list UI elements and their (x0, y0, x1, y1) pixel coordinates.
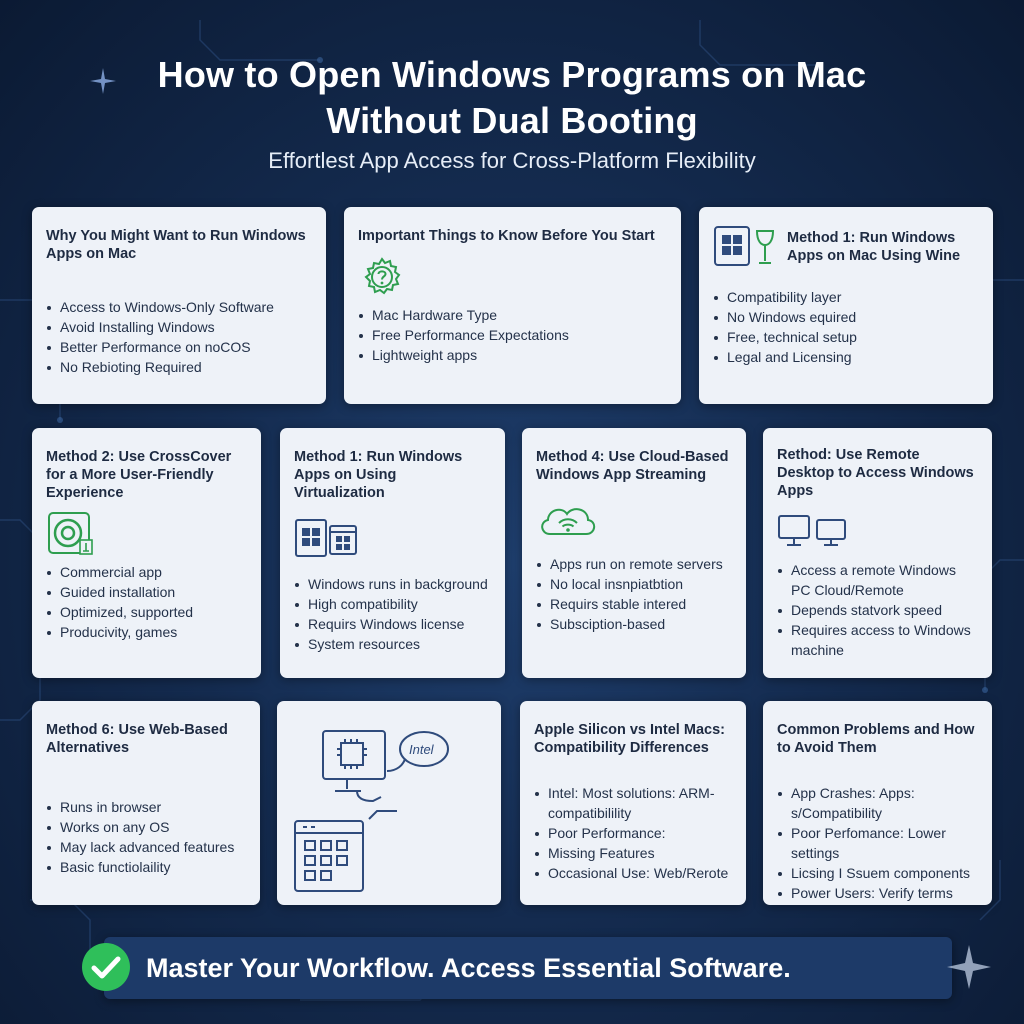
card-title: Method 4: Use Cloud-Based Windows App St… (536, 449, 729, 483)
card-method-crossover: Method 2: Use CrossCover for a More User… (32, 428, 261, 678)
card-title: Apple Silicon vs Intel Macs: Compatibili… (534, 722, 725, 756)
list-item: No Rebioting Required (46, 357, 312, 377)
list-item: Licsing I Ssuem components (777, 863, 978, 883)
card-title: Common Problems and How to Avoid Them (777, 722, 975, 756)
list-item: System resources (294, 634, 491, 654)
list-item: Free, technical setup (713, 327, 979, 347)
card-why-run-windows-apps: Why You Might Want to Run Windows Apps o… (32, 207, 326, 404)
list-item: Windows runs in background (294, 574, 491, 594)
list-item: Avoid Installing Windows (46, 317, 312, 337)
list-item: Runs in browser (46, 797, 246, 817)
sparkle-icon (90, 68, 116, 94)
list-item: Better Performance on noCOS (46, 337, 312, 357)
remote-monitors-icon (778, 515, 846, 546)
card-title: Method 2: Use CrossCover for a More User… (46, 449, 232, 501)
virtual-windows-icon (295, 519, 357, 557)
card-title: Method 6: Use Web-Based Alternatives (46, 722, 228, 756)
footer-tagline: Master Your Workflow. Access Essential S… (146, 953, 791, 983)
list-item: Works on any OS (46, 817, 246, 837)
card-method-wine: Method 1: Run Windows Apps on Mac Using … (699, 207, 993, 404)
card-method-web-alternatives: Method 6: Use Web-Based Alternatives Run… (32, 701, 260, 905)
check-circle-icon (82, 943, 130, 991)
card-title: Method 1: Run Windows Apps on Mac Using … (787, 230, 961, 264)
list-item: May lack advanced features (46, 837, 246, 857)
card-important-things: Important Things to Know Before You Star… (344, 207, 681, 404)
card-title: Why You Might Want to Run Windows Apps o… (46, 228, 306, 262)
cloud-wifi-icon (541, 508, 596, 535)
bottom-banner (104, 937, 952, 999)
list-item: Missing Features (534, 843, 732, 863)
list-item: Access a remote Windows PC Cloud/Remote (777, 560, 978, 600)
list-item: Requirs stable intered (536, 594, 732, 614)
list-item: Poor Performance: (534, 823, 732, 843)
list-item: Requires access to Windows machine (777, 620, 978, 660)
list-item: Commercial app (46, 562, 247, 582)
card-remote-desktop: Rethod: Use Remote Desktop to Access Win… (763, 428, 992, 678)
list-item: Access to Windows-Only Software (46, 297, 312, 317)
list-item: Guided installation (46, 582, 247, 602)
sparkle-icon (947, 945, 991, 989)
card-apple-silicon-vs-intel: Apple Silicon vs Intel Macs: Compatibili… (520, 701, 746, 905)
title-line-2: Without Dual Booting (326, 100, 698, 141)
card-illustration: Intel (277, 701, 501, 905)
list-item: Occasional Use: Web/Rerote (534, 863, 732, 883)
list-item: Optimized, supported (46, 602, 247, 622)
page-title: How to Open Windows Programs on Mac With… (0, 52, 1024, 144)
list-item: Intel: Most solutions: ARM-compatibilili… (534, 783, 732, 823)
list-item: Basic functiolaility (46, 857, 246, 877)
list-item: No Windows equired (713, 307, 979, 327)
list-item: Producivity, games (46, 622, 247, 642)
crossover-app-icon (48, 512, 93, 555)
chip-label: Intel (409, 742, 435, 757)
card-title: Rethod: Use Remote Desktop to Access Win… (777, 447, 974, 499)
chip-browser-illustration: Intel (294, 730, 449, 892)
list-item: No local insnpiatbtion (536, 574, 732, 594)
list-item: Subsciption-based (536, 614, 732, 634)
card-common-problems: Common Problems and How to Avoid Them Ap… (763, 701, 992, 905)
list-item: Lightweight apps (358, 345, 667, 365)
list-item: Depends statvork speed (777, 600, 978, 620)
list-item: Free Performance Expectations (358, 325, 667, 345)
gear-question-icon (364, 257, 401, 295)
card-method-cloud-streaming: Method 4: Use Cloud-Based Windows App St… (522, 428, 746, 678)
list-item: Mac Hardware Type (358, 305, 667, 325)
card-title: Method 1: Run Windows Apps on Using Virt… (294, 449, 463, 501)
list-item: Legal and Licensing (713, 347, 979, 367)
list-item: Compatibility layer (713, 287, 979, 307)
title-line-1: How to Open Windows Programs on Mac (157, 54, 867, 95)
list-item: Apps run on remote servers (536, 554, 732, 574)
list-item: High compatibility (294, 594, 491, 614)
card-method-virtualization: Method 1: Run Windows Apps on Using Virt… (280, 428, 505, 678)
list-item: Poor Perfomance: Lower settings (777, 823, 978, 863)
list-item: Power Users: Verify terms (777, 883, 978, 903)
list-item: App Crashes: Apps: s/Compatibility (777, 783, 978, 823)
list-item: Requirs Windows license (294, 614, 491, 634)
page-subtitle: Effortlest App Access for Cross-Platform… (268, 148, 756, 173)
card-title: Important Things to Know Before You Star… (358, 228, 655, 244)
windows-wine-icon (714, 226, 775, 266)
